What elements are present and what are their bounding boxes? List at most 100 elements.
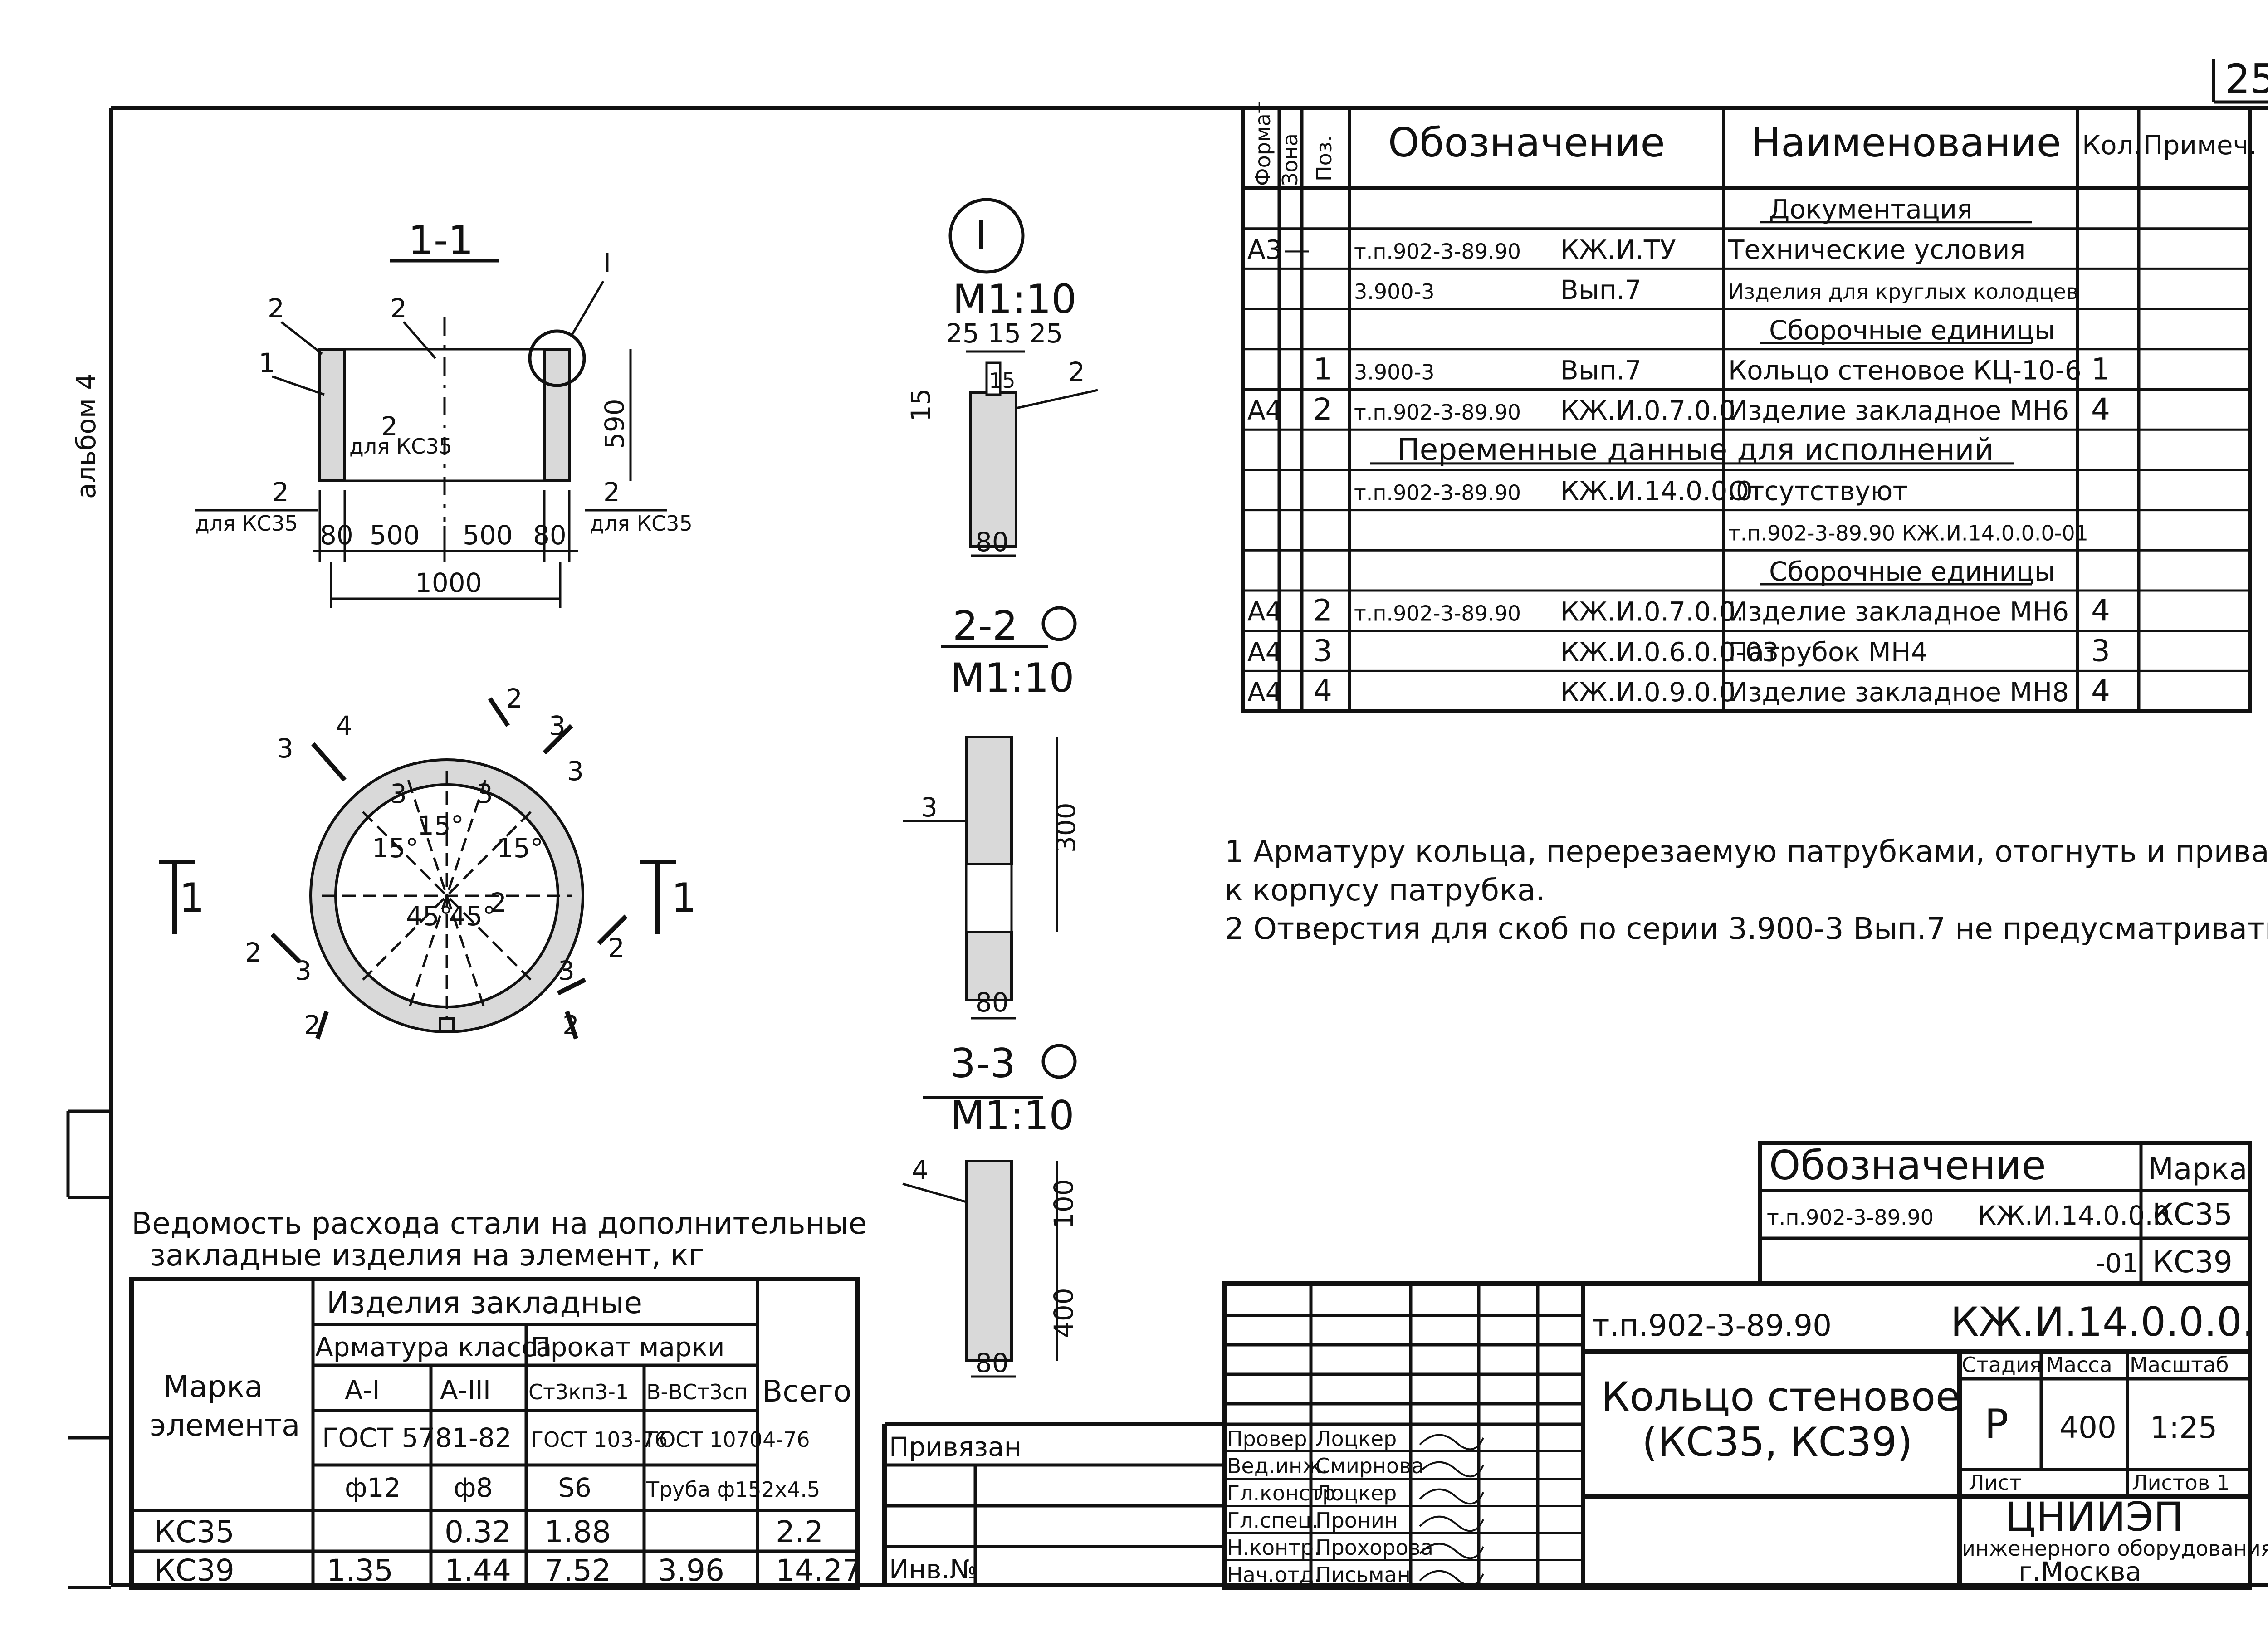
steel-table: Ведомость расхода стали на дополнительны… [129,1206,867,1590]
steel-row-value: 1.44 [445,1553,511,1588]
variant-code: т.п.902-3-89.90 [1767,1205,1934,1230]
pos-label: 2 [304,1010,321,1040]
section-3-3-scale: М1:10 [950,1092,1075,1139]
section-3-3-title: 3-3 [950,1040,1016,1087]
steel-row-value: 0.32 [445,1514,511,1549]
spec-name: Документация [1769,194,1973,225]
spec-name: Сборочные единицы [1769,315,2055,346]
cut-1-right: 1 [671,874,697,921]
spec-name: Кольцо стеновое КЦ-10-6 [1728,355,2082,386]
pos-label: 2 [608,933,625,963]
dim: 80 [975,527,1009,557]
steel-h-dia: S6 [558,1472,591,1503]
note-kc35: для КС35 [349,434,452,459]
angle-label: 15° [372,833,419,864]
tb-doc: КЖ.И.14.0.0.0. [1950,1299,2255,1345]
section-3-3: 3-3 М1:10 100 400 4 80 [902,1040,1079,1378]
tb-sheet: Лист [1969,1470,2022,1495]
node-I: I М1:10 25 15 25 15 15 2 80 [905,198,1098,557]
steel-row-value: 3.96 [658,1553,724,1588]
variant-code2: КЖ.И.14.0.0.0 [1978,1200,2170,1231]
tb-h-mass: Масса [2046,1353,2112,1377]
spec-code2: КЖ.И.ТУ [1560,234,1676,265]
role-label: Вед.инж. [1227,1454,1328,1478]
steel-h-cls: А-III [440,1375,491,1406]
spec-code: т.п.902-3-89.90 [1354,239,1521,264]
signature [1419,1543,1484,1559]
role-label: Нач.отд. [1227,1563,1320,1587]
pos-label: 2 [245,937,262,968]
steel-row-total: 14.27 [776,1553,861,1588]
pos-label: 3 [476,778,493,809]
note-line: к корпусу патрубка. [1225,873,1545,908]
spec-code: т.п.902-3-89.90 [1354,481,1521,505]
node-I-title: I [975,212,987,259]
person-name: Лоцкер [1315,1426,1397,1451]
pos-label: 2 [268,293,284,324]
steel-title-2: закладные изделия на элемент, кг [150,1238,704,1273]
pos-label: 4 [336,710,352,741]
steel-h-std: ГОСТ 10704-76 [646,1427,810,1452]
dim: 15 [989,368,1016,393]
signature [1419,1434,1484,1450]
role-label: Провер. [1227,1426,1314,1451]
pos-label: 3 [295,955,312,986]
pos-label: 3 [558,955,575,986]
steel-row-mark: КС35 [154,1514,235,1549]
col-code: Обозначение [1388,119,1665,166]
dim: 80 [320,520,353,551]
col-zone: Зона [1278,133,1302,186]
variant-mark: КС39 [2152,1245,2233,1279]
spec-format: А4 [1247,395,1282,426]
steel-h-cls: А-I [345,1375,380,1406]
spec-pos: 4 [1313,674,1332,708]
note-kc35: для КС35 [590,511,693,536]
col-qty: Кол. [2082,130,2142,161]
tb-stage: Р [1984,1401,2009,1447]
steel-h-arm: Арматура класса [315,1332,552,1363]
tb-org-1: ЦНИИЭП [2005,1494,2184,1540]
person-name: Письман [1315,1563,1411,1587]
tb-name-2: (КС35, КС39) [1642,1419,1912,1465]
pos-label: 2 [381,411,398,442]
variant-mark: КС35 [2152,1197,2233,1232]
pos-label: 3 [567,756,584,786]
spec-code: 3.900-3 [1354,279,1435,304]
pos-label: 2 [1068,357,1085,387]
steel-row-value: 1.35 [327,1553,393,1588]
pos-label: 3 [549,710,566,741]
angle-label: 45° [449,901,496,932]
variants-h-mark: Марка [2148,1152,2248,1187]
page-number: 25 [2225,56,2268,103]
tb-h-stage: Стадия [1962,1353,2042,1377]
spec-code: 3.900-3 [1354,360,1435,385]
spec-name: Изделие закладное МН6 [1728,596,2069,627]
spec-name: Технические условия [1728,234,2025,265]
steel-row-value: 7.52 [544,1553,611,1588]
dim: 500 [463,520,513,551]
steel-h-mark2: элемента [150,1408,300,1443]
signature [1419,1515,1484,1532]
steel-h-rolled: Прокат марки [531,1332,725,1363]
tb-code: т.п.902-3-89.90 [1592,1308,1832,1343]
steel-h-std: ГОСТ 5781-82 [322,1422,512,1453]
steel-row-total: 2.2 [776,1514,823,1549]
title-block: Привязан Инв.№ т.п.902-3-89.90 КЖ.И.14.0… [882,1281,2268,1590]
page-number-box: 25 [2212,56,2268,104]
tb-name-1: Кольцо стеновое [1601,1373,1960,1420]
pos-label: 1 [259,347,275,378]
node-I-dims-top: 25 15 25 [946,318,1063,349]
section-2-2-scale: М1:10 [950,654,1075,701]
variants-table: Обозначение Марка т.п.902-3-89.90 КЖ.И.1… [1758,1141,2252,1286]
steel-h-dia: ф12 [345,1472,401,1503]
mark-I: I [603,248,611,278]
tb-mass: 400 [2059,1410,2116,1445]
spec-format: А3 [1247,234,1282,265]
spec-format: А4 [1247,636,1282,667]
spec-code2: Вып.7 [1560,355,1642,386]
pos-label: 2 [506,683,523,714]
steel-h-dia: ф8 [454,1472,493,1503]
variant-code2: -01 [2096,1248,2139,1279]
spec-qty: 3 [2091,633,2110,668]
